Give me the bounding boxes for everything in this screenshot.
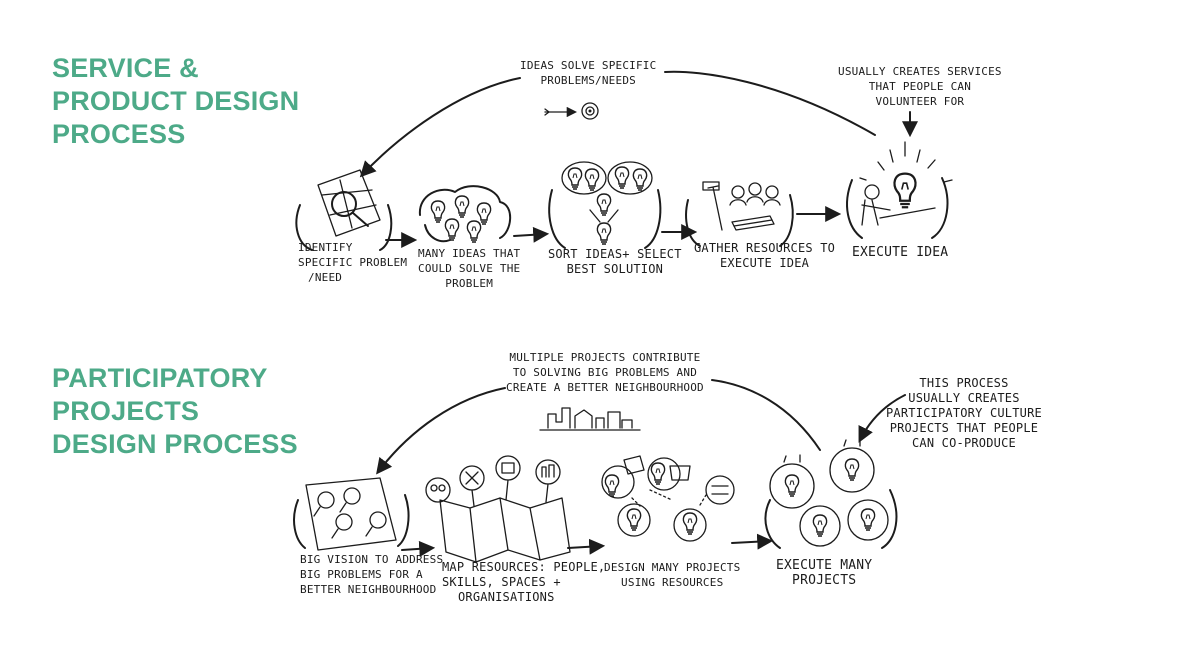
step-label-execute-idea: EXECUTE IDEA <box>852 245 948 260</box>
magnifier-map-icon <box>295 169 393 251</box>
step-label-line: EXECUTE MANY <box>776 558 873 573</box>
feedback-loop-arrow <box>359 77 521 178</box>
section1-title: SERVICE & PRODUCT DESIGN PROCESS <box>52 52 299 151</box>
step-label-line: /NEED <box>308 271 343 284</box>
note-line: IDEAS SOLVE SPECIFIC <box>520 59 657 72</box>
section2-title-line: PROJECTS <box>52 396 200 426</box>
section2-loop-note: MULTIPLE PROJECTS CONTRIBUTE TO SOLVING … <box>506 350 704 395</box>
lightbulbs-icon <box>418 185 512 243</box>
section1-side-note: USUALLY CREATES SERVICES THAT PEOPLE CAN… <box>838 64 1002 109</box>
step-label-line: SPECIFIC PROBLEM <box>298 256 408 269</box>
flow-arrow <box>401 540 436 557</box>
step-label-line: BETTER NEIGHBOURHOOD <box>300 583 437 596</box>
section2-title-line: DESIGN PROCESS <box>52 429 298 459</box>
note-arrow <box>858 394 906 443</box>
feedback-loop-arrow <box>664 70 876 136</box>
section1-loop-note: IDEAS SOLVE SPECIFIC PROBLEMS/NEEDS <box>520 58 656 88</box>
feedback-loop-arrow <box>711 379 821 451</box>
flow-arrow <box>567 538 606 555</box>
person-lightbulb-icon <box>846 141 953 239</box>
section2-side-note: THIS PROCESS USUALLY CREATES PARTICIPATO… <box>886 376 1042 451</box>
step-label-line: EXECUTE IDEA <box>852 245 949 260</box>
projects-cluster-icon <box>601 455 735 542</box>
people-money-icon <box>685 181 794 247</box>
feedback-loop-arrow <box>376 387 506 475</box>
target-icon <box>544 102 599 120</box>
note-line: PROJECTS THAT PEOPLE <box>889 421 1039 435</box>
step-label-line: PROJECTS <box>792 573 857 588</box>
note-line: THIS PROCESS <box>919 376 1009 390</box>
note-line: THAT PEOPLE CAN <box>868 80 972 93</box>
step-label-design-projects: DESIGN MANY PROJECTS USING RESOURCES <box>604 560 740 590</box>
step-label-line: EXECUTE IDEA <box>719 256 810 270</box>
step-label-line: BIG PROBLEMS FOR A <box>300 568 423 581</box>
step-label-line: GATHER RESOURCES TO <box>694 241 836 255</box>
step-label-line: MANY IDEAS THAT <box>418 247 521 260</box>
section1-title-line: SERVICE & <box>52 53 199 83</box>
step-label-many-ideas: MANY IDEAS THAT COULD SOLVE THE PROBLEM <box>418 246 520 291</box>
step-label-line: PROBLEM <box>445 277 494 290</box>
step-label-map-resources: MAP RESOURCES: PEOPLE, SKILLS, SPACES + … <box>442 560 605 605</box>
note-line: USUALLY CREATES SERVICES <box>838 65 1002 78</box>
step-label-sort-ideas: SORT IDEAS+ SELECT BEST SOLUTION <box>548 247 682 277</box>
step-label-line: MAP RESOURCES: PEOPLE, <box>442 560 606 574</box>
many-lightbulbs-icon <box>764 438 898 549</box>
step-label-line: ORGANISATIONS <box>458 590 555 604</box>
note-line: PARTICIPATORY CULTURE <box>886 406 1042 420</box>
flow-arrow <box>513 226 550 243</box>
flow-arrow <box>731 533 774 550</box>
note-line: VOLUNTEER FOR <box>875 95 965 108</box>
step-label-line: SORT IDEAS+ SELECT <box>548 247 682 261</box>
note-line: PROBLEMS/NEEDS <box>540 74 636 87</box>
step-label-gather-resources: GATHER RESOURCES TO EXECUTE IDEA <box>694 241 835 271</box>
step-label-line: BIG VISION TO ADDRESS <box>300 553 444 566</box>
step-label-line: COULD SOLVE THE <box>418 262 521 275</box>
section1-title-line: PRODUCT DESIGN <box>52 86 300 116</box>
note-line: CAN CO-PRODUCE <box>911 436 1016 450</box>
step-label-identify: IDENTIFY SPECIFIC PROBLEM /NEED <box>298 240 407 285</box>
step-label-line: USING RESOURCES <box>621 576 724 589</box>
section2-title-line: PARTICIPATORY <box>52 363 268 393</box>
city-skyline-icon <box>539 407 641 431</box>
step-label-line: BEST SOLUTION <box>566 262 664 276</box>
note-line: MULTIPLE PROJECTS CONTRIBUTE <box>509 351 701 364</box>
step-label-big-vision: BIG VISION TO ADDRESS BIG PROBLEMS FOR A… <box>300 552 443 597</box>
section2-title: PARTICIPATORY PROJECTS DESIGN PROCESS <box>52 362 298 461</box>
note-line: USUALLY CREATES <box>908 391 1020 405</box>
note-line: TO SOLVING BIG PROBLEMS AND <box>512 366 698 379</box>
step-label-line: SKILLS, SPACES + <box>442 575 561 589</box>
section1-title-line: PROCESS <box>52 119 186 149</box>
big-vision-map-icon <box>293 477 410 551</box>
resource-map-icon <box>425 455 571 563</box>
step-label-line: DESIGN MANY PROJECTS <box>604 561 741 574</box>
sorted-lightbulbs-icon <box>548 161 662 249</box>
step-label-line: IDENTIFY <box>298 241 353 254</box>
note-line: CREATE A BETTER NEIGHBOURHOOD <box>506 381 704 394</box>
step-label-execute-many: EXECUTE MANY PROJECTS <box>776 558 872 588</box>
